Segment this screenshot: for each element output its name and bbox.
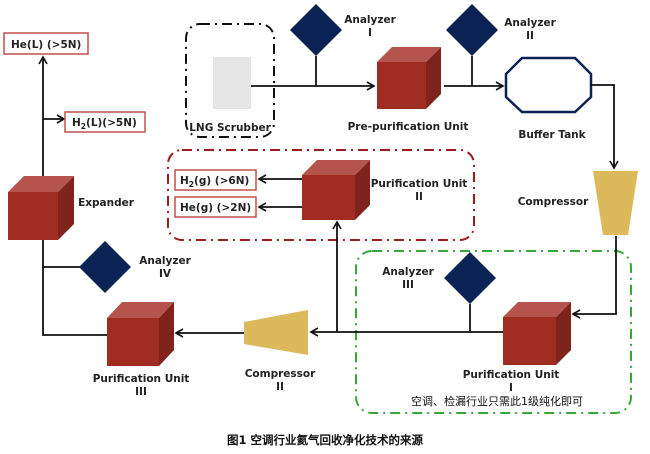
compressor-1-label: Compressor xyxy=(518,196,589,208)
analyzer-3-label: Analyzer xyxy=(382,266,434,278)
lng-scrubber[interactable] xyxy=(213,57,251,109)
compressor-2-label: Compressor xyxy=(245,368,316,380)
buffer-tank[interactable] xyxy=(504,56,593,114)
purification-2-label: Purification Unit xyxy=(371,178,468,190)
flow-compressor-to-purification-1 xyxy=(571,236,617,319)
lng-scrubber-group xyxy=(185,23,275,138)
purification-unit-1[interactable] xyxy=(503,302,571,365)
analyzer-4-label: Analyzer xyxy=(139,255,191,267)
analyzer-4-diamond[interactable] xyxy=(79,241,131,293)
flow-buffer-to-compressor xyxy=(591,84,619,170)
purification-3-label-num: III xyxy=(135,386,147,398)
green-group-note: 空调、检漏行业只需此1级纯化即可 xyxy=(411,394,583,408)
analyzer-3-diamond[interactable] xyxy=(444,252,496,304)
compressor-1[interactable] xyxy=(593,171,638,235)
purification-ii-group xyxy=(167,149,475,241)
compressor-2-label-num: II xyxy=(276,381,284,393)
he-liquid-output-box xyxy=(3,32,89,55)
flow-purification-3-to-expander xyxy=(38,55,107,336)
purification-1-label: Purification Unit xyxy=(463,369,560,381)
analyzer-1-diamond[interactable] xyxy=(290,4,342,56)
analyzer-2-label-num: II xyxy=(526,30,534,42)
figure-caption: 图1 空调行业氦气回收净化技术的来源 xyxy=(227,433,424,447)
compressor-2[interactable] xyxy=(244,310,308,355)
expander-label: Expander xyxy=(78,197,135,209)
buffer-tank-label: Buffer Tank xyxy=(518,129,586,141)
h2-gas-output-box xyxy=(174,169,257,191)
expander-unit[interactable] xyxy=(8,176,74,240)
pre-purification-unit[interactable] xyxy=(377,47,441,109)
he-gas-output-box xyxy=(174,196,257,218)
h2-liquid-output-label: H2(L)(>5N) xyxy=(72,117,137,131)
analyzer-1-label-num: I xyxy=(368,27,372,39)
analyzer-1-label: Analyzer xyxy=(344,14,396,26)
purification-2-label-num: II xyxy=(415,191,423,203)
analyzer-3-label-num: III xyxy=(402,279,414,291)
analyzer-4-label-num: IV xyxy=(159,268,172,280)
he-liquid-output-label: He(L) (>5N) xyxy=(11,39,81,51)
he-gas-output-label: He(g) (>2N) xyxy=(180,202,251,214)
purification-unit-3[interactable] xyxy=(107,302,174,366)
h2-gas-output-label: H2(g) (>6N) xyxy=(180,175,249,189)
purification-unit-2[interactable] xyxy=(302,160,370,220)
analyzer-2-label: Analyzer xyxy=(504,17,556,29)
purification-3-label: Purification Unit xyxy=(93,373,190,385)
pre-purification-label: Pre-purification Unit xyxy=(348,121,469,133)
h2-liquid-output-box xyxy=(64,111,146,133)
analyzer-2-diamond[interactable] xyxy=(446,4,498,56)
purification-1-label-num: I xyxy=(509,382,513,394)
lng-scrubber-label: LNG Scrubber xyxy=(189,122,271,134)
